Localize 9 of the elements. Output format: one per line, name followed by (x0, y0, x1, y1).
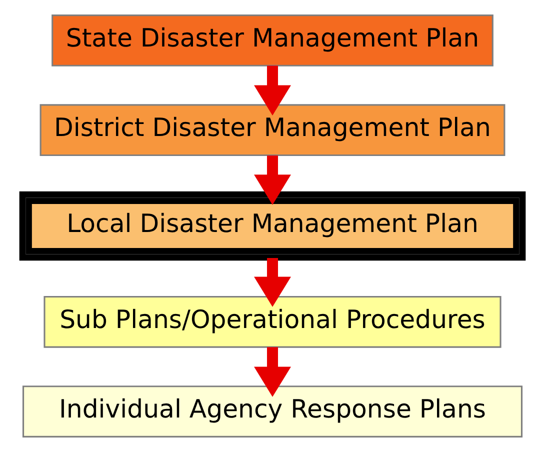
node-box: Individual Agency Response Plans (22, 385, 523, 437)
node-box: District Disaster Management Plan (40, 104, 506, 156)
node-box: State Disaster Management Plan (52, 14, 494, 66)
node-box: Local Disaster Management Plan (19, 190, 526, 260)
node-box: Sub Plans/Operational Procedures (44, 295, 502, 348)
arrow (254, 155, 291, 204)
arrow (254, 65, 291, 115)
arrow (254, 257, 291, 306)
arrow (254, 346, 291, 396)
